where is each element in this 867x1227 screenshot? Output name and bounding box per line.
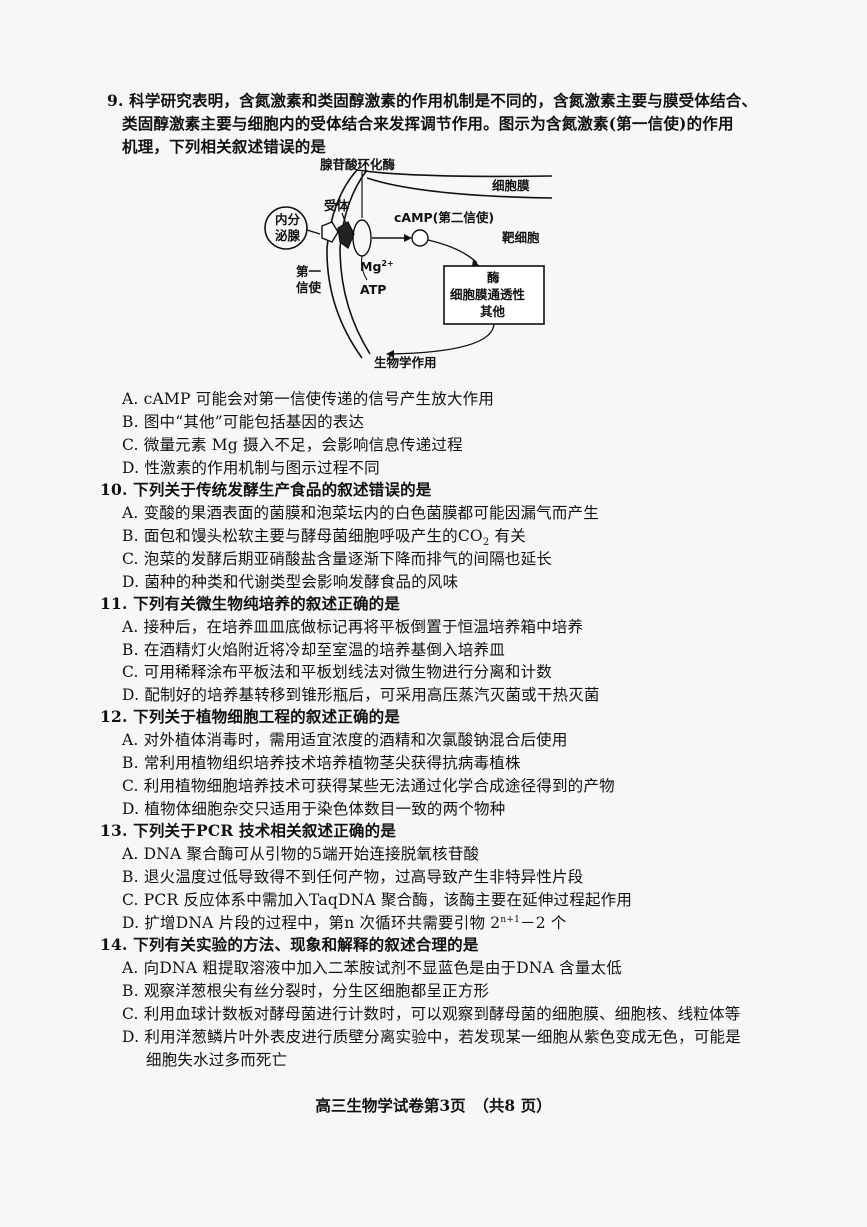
membrane-inner-curve — [339, 169, 371, 355]
q11-option-a: A. 接种后，在培养皿皿底做标记再将平板倒置于恒温培养箱中培养 — [122, 618, 584, 636]
first-messenger-label-line2: 信使 — [296, 280, 322, 295]
q13-option-d: D. 扩增DNA 片段的过程中，第n 次循环共需要引物 2n+1－2 个 — [122, 914, 567, 932]
membrane-label: 细胞膜 — [492, 178, 530, 193]
q13-option-c: C. PCR 反应体系中需加入TaqDNA 聚合酶，该酶主要在延伸过程起作用 — [122, 891, 633, 909]
effect-label: 生物学作用 — [374, 355, 437, 370]
q10-stem: 10. 下列关于传统发酵生产食品的叙述错误的是 — [100, 480, 432, 499]
box-to-effect-line — [389, 323, 495, 355]
box-label-permeability: 细胞膜通透性 — [450, 287, 526, 302]
mg-label: Mg2+ — [360, 259, 394, 274]
target-cell-label: 靶细胞 — [502, 230, 540, 245]
q14-option-a: A. 向DNA 粗提取溶液中加入二苯胺试剂不显蓝色是由于DNA 含量太低 — [122, 959, 622, 977]
camp-to-box-line — [427, 239, 478, 264]
page-footer: 高三生物学试卷第3页 （共8 页） — [315, 1096, 552, 1115]
membrane-top-inner — [366, 177, 553, 199]
receptor-shape — [337, 221, 355, 249]
first-messenger-label-line1: 第一 — [296, 264, 322, 279]
q13-option-b: B. 退火温度过低导致得不到任何产物，过高导致产生非特异性片段 — [122, 868, 584, 886]
camp-circle — [411, 229, 429, 247]
box-label-enzyme: 酶 — [487, 270, 500, 285]
gland-label-line1: 内分 — [275, 212, 301, 227]
q13-option-a: A. DNA 聚合酶可从引物的5端开始连接脱氧核苷酸 — [122, 845, 480, 863]
receptor-label: 受体 — [324, 198, 350, 213]
gland-circle — [264, 206, 308, 250]
hormone-mechanism-diagram: 内分 泌腺 腺苷酸环化酶 细胞膜 受体 cAMP(第二信使) 靶细胞 第一 信使… — [264, 158, 553, 370]
first-messenger-shape — [321, 221, 339, 243]
q9-stem-line3: 机理，下列相关叙述错误的是 — [122, 137, 327, 156]
membrane-top-outer — [356, 169, 553, 178]
q9-option-a: A. cAMP 可能会对第一信使传递的信号产生放大作用 — [122, 390, 495, 408]
box-label-other: 其他 — [480, 304, 506, 319]
q13-stem: 13. 下列关于PCR 技术相关叙述正确的是 — [100, 821, 397, 840]
q10-option-c: C. 泡菜的发酵后期亚硝酸盐含量逐渐下降而排气的间隔也延长 — [122, 550, 552, 568]
q10-option-d: D. 菌种的种类和代谢类型会影响发酵食品的风味 — [122, 573, 459, 591]
q9-option-c: C. 微量元素 Mg 摄入不足，会影响信息传递过程 — [122, 436, 463, 454]
q12-option-b: B. 常利用植物组织培养技术培养植物茎尖获得抗病毒植株 — [122, 754, 521, 772]
q9-option-b: B. 图中“其他”可能包括基因的表达 — [122, 413, 365, 431]
atp-arrow-line — [361, 255, 368, 281]
q12-option-c: C. 利用植物细胞培养技术可获得某些无法通过化学合成途径得到的产物 — [122, 777, 615, 795]
q10-option-a: A. 变酸的果酒表面的菌膜和泡菜坛内的白色菌膜都可能因漏气而产生 — [122, 504, 599, 522]
q12-option-d: D. 植物体细胞杂交只适用于染色体数目一致的两个物种 — [122, 800, 506, 818]
q14-option-c: C. 利用血球计数板对酵母菌进行计数时，可以观察到酵母菌的细胞膜、细胞核、线粒体… — [122, 1005, 741, 1023]
q12-stem: 12. 下列关于植物细胞工程的叙述正确的是 — [100, 707, 401, 726]
gland-label-line2: 泌腺 — [275, 228, 301, 243]
q10-option-b: B. 面包和馒头松软主要与酵母菌细胞呼吸产生的CO2 有关 — [122, 527, 526, 549]
camp-arrowhead — [404, 234, 412, 242]
receptor-pointer — [341, 212, 347, 225]
q11-option-d: D. 配制好的培养基转移到锥形瓶后，可采用高压蒸汽灭菌或干热灭菌 — [122, 686, 600, 704]
atp-label: ATP — [360, 282, 386, 297]
q11-option-c: C. 可用稀释涂布平板法和平板划线法对微生物进行分离和计数 — [122, 663, 552, 681]
membrane-outer-curve — [326, 169, 363, 359]
q14-option-d-continued: 细胞失水过多而死亡 — [146, 1051, 288, 1069]
q9-option-d: D. 性激素的作用机制与图示过程不同 — [122, 459, 380, 477]
camp-label: cAMP(第二信使) — [394, 210, 494, 225]
enzyme-label: 腺苷酸环化酶 — [320, 158, 396, 172]
q9-stem-line2: 类固醇激素主要与细胞内的受体结合来发挥调节作用。图示为含氮激素(第一信使)的作用 — [122, 114, 734, 133]
gland-arrow — [306, 229, 321, 235]
q14-option-b: B. 观察洋葱根尖有丝分裂时，分生区细胞都呈正方形 — [122, 982, 490, 1000]
adenylate-cyclase-shape — [352, 219, 372, 257]
q9-stem-line1: 9. 科学研究表明，含氮激素和类固醇激素的作用机制是不同的，含氮激素主要与膜受体… — [107, 91, 758, 110]
q12-option-a: A. 对外植体消毒时，需用适宜浓度的酒精和次氯酸钠混合后使用 — [122, 731, 568, 749]
q11-stem: 11. 下列有关微生物纯培养的叙述正确的是 — [100, 594, 401, 613]
q14-stem: 14. 下列有关实验的方法、现象和解释的叙述合理的是 — [100, 935, 479, 954]
q14-option-d: D. 利用洋葱鳞片叶外表皮进行质壁分离实验中，若发现某一细胞从紫色变成无色，可能… — [122, 1028, 741, 1046]
effect-arrowhead — [386, 350, 394, 358]
q11-option-b: B. 在酒精灯火焰附近将冷却至室温的培养基倒入培养皿 — [122, 641, 505, 659]
